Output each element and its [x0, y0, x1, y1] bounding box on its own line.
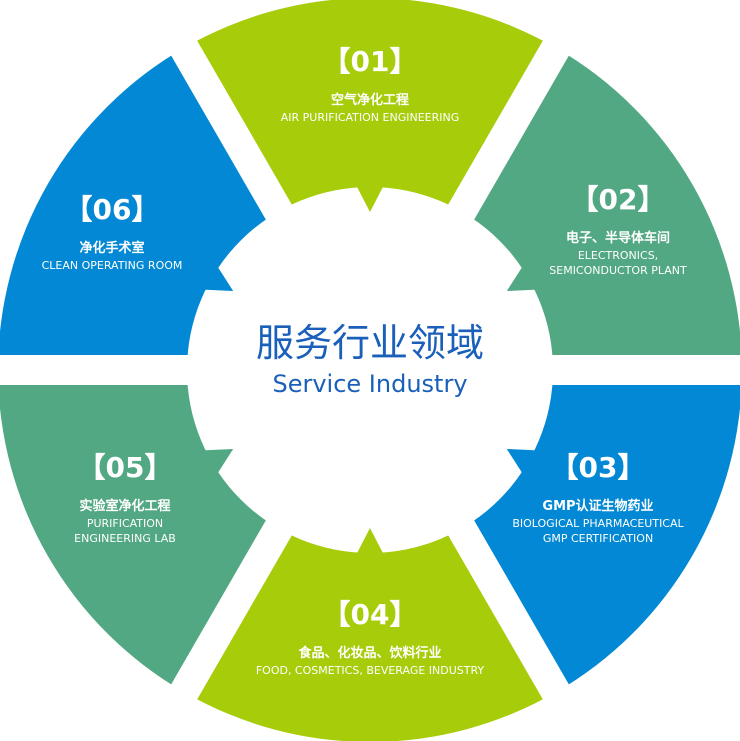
segment-number: 【03】 — [550, 451, 646, 484]
segment-pointer — [200, 449, 234, 477]
segment-pointer — [200, 263, 234, 291]
segment-05-text: 【05】 实验室净化工程 PURIFICATION ENGINEERING LA… — [5, 451, 245, 546]
segment-title-zh: 净化手术室 — [79, 241, 145, 256]
segment-pointer — [506, 449, 540, 477]
segment-number: 【05】 — [77, 451, 173, 484]
segment-06-text: 【06】 净化手术室 CLEAN OPERATING ROOM — [0, 193, 232, 273]
segment-title-zh: 电子、半导体车间 — [565, 231, 670, 246]
center-circle — [187, 187, 553, 553]
segment-title-en: BIOLOGICAL PHARMACEUTICAL — [512, 517, 684, 530]
center-title-en: Service Industry — [272, 370, 468, 398]
segment-title-en: FOOD, COSMETICS, BEVERAGE INDUSTRY — [255, 664, 485, 677]
segment-pointer — [506, 263, 540, 291]
segment-title-en: ENGINEERING LAB — [74, 532, 176, 545]
segment-title-zh: GMP认证生物药业 — [542, 499, 654, 514]
segment-02-text: 【02】 电子、半导体车间 ELECTRONICS, SEMICONDUCTOR… — [498, 183, 738, 278]
segment-title-en: SEMICONDUCTOR PLANT — [549, 264, 687, 277]
segment-number: 【04】 — [322, 598, 418, 631]
segment-number: 【06】 — [64, 193, 160, 226]
segment-title-en: PURIFICATION — [86, 517, 164, 530]
segment-number: 【02】 — [570, 183, 666, 216]
segment-01-text: 【01】 空气净化工程 AIR PURIFICATION ENGINEERING — [250, 45, 490, 125]
segment-pointer — [355, 183, 385, 212]
segment-03-text: 【03】 GMP认证生物药业 BIOLOGICAL PHARMACEUTICAL… — [478, 451, 718, 546]
segment-title-en: CLEAN OPERATING ROOM — [41, 259, 183, 272]
segment-title-en: AIR PURIFICATION ENGINEERING — [280, 111, 460, 124]
segment-title-zh: 空气净化工程 — [330, 93, 409, 108]
segment-title-en: GMP CERTIFICATION — [542, 532, 654, 545]
center-title-zh: 服务行业领域 — [255, 321, 484, 365]
segment-04-text: 【04】 食品、化妆品、饮料行业 FOOD, COSMETICS, BEVERA… — [240, 598, 500, 678]
segment-number: 【01】 — [322, 45, 418, 78]
segment-pointer — [355, 528, 385, 557]
segment-title-en: ELECTRONICS, — [577, 249, 659, 262]
segment-title-zh: 食品、化妆品、饮料行业 — [298, 646, 442, 661]
segment-title-zh: 实验室净化工程 — [79, 499, 171, 514]
